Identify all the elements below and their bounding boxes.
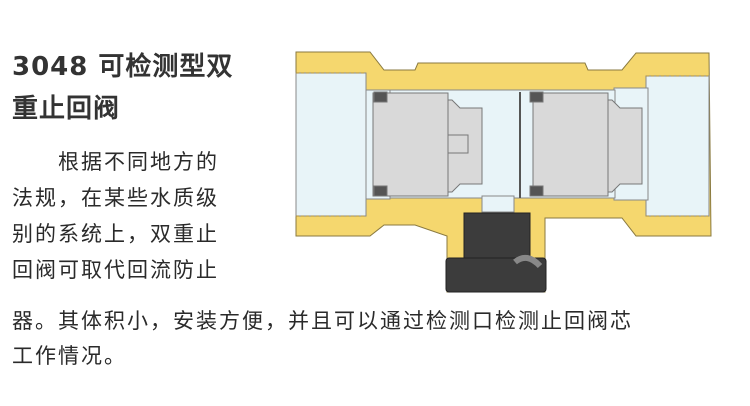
product-title-line2: 重止回阀	[12, 94, 121, 124]
description-line: 法规，在某些水质级	[12, 186, 219, 210]
left-port-bore	[295, 72, 391, 217]
description-line: 根据不同地方的	[12, 150, 219, 174]
description-line: 器。其体积小，安装方便，并且可以通过检测口检测止回阀芯	[12, 309, 633, 333]
product-title-line1: 3048 可检测型双	[12, 52, 234, 82]
description-line: 回阀可取代回流防止	[12, 258, 219, 282]
check-valve-cartridge-left	[372, 91, 483, 197]
test-port-passage	[481, 195, 515, 213]
description-line: 别的系统上，双重止	[12, 222, 219, 246]
description-line: 工作情况。	[12, 344, 127, 368]
check-valve-cartridge-right	[519, 91, 643, 198]
test-port-plug	[445, 212, 547, 293]
